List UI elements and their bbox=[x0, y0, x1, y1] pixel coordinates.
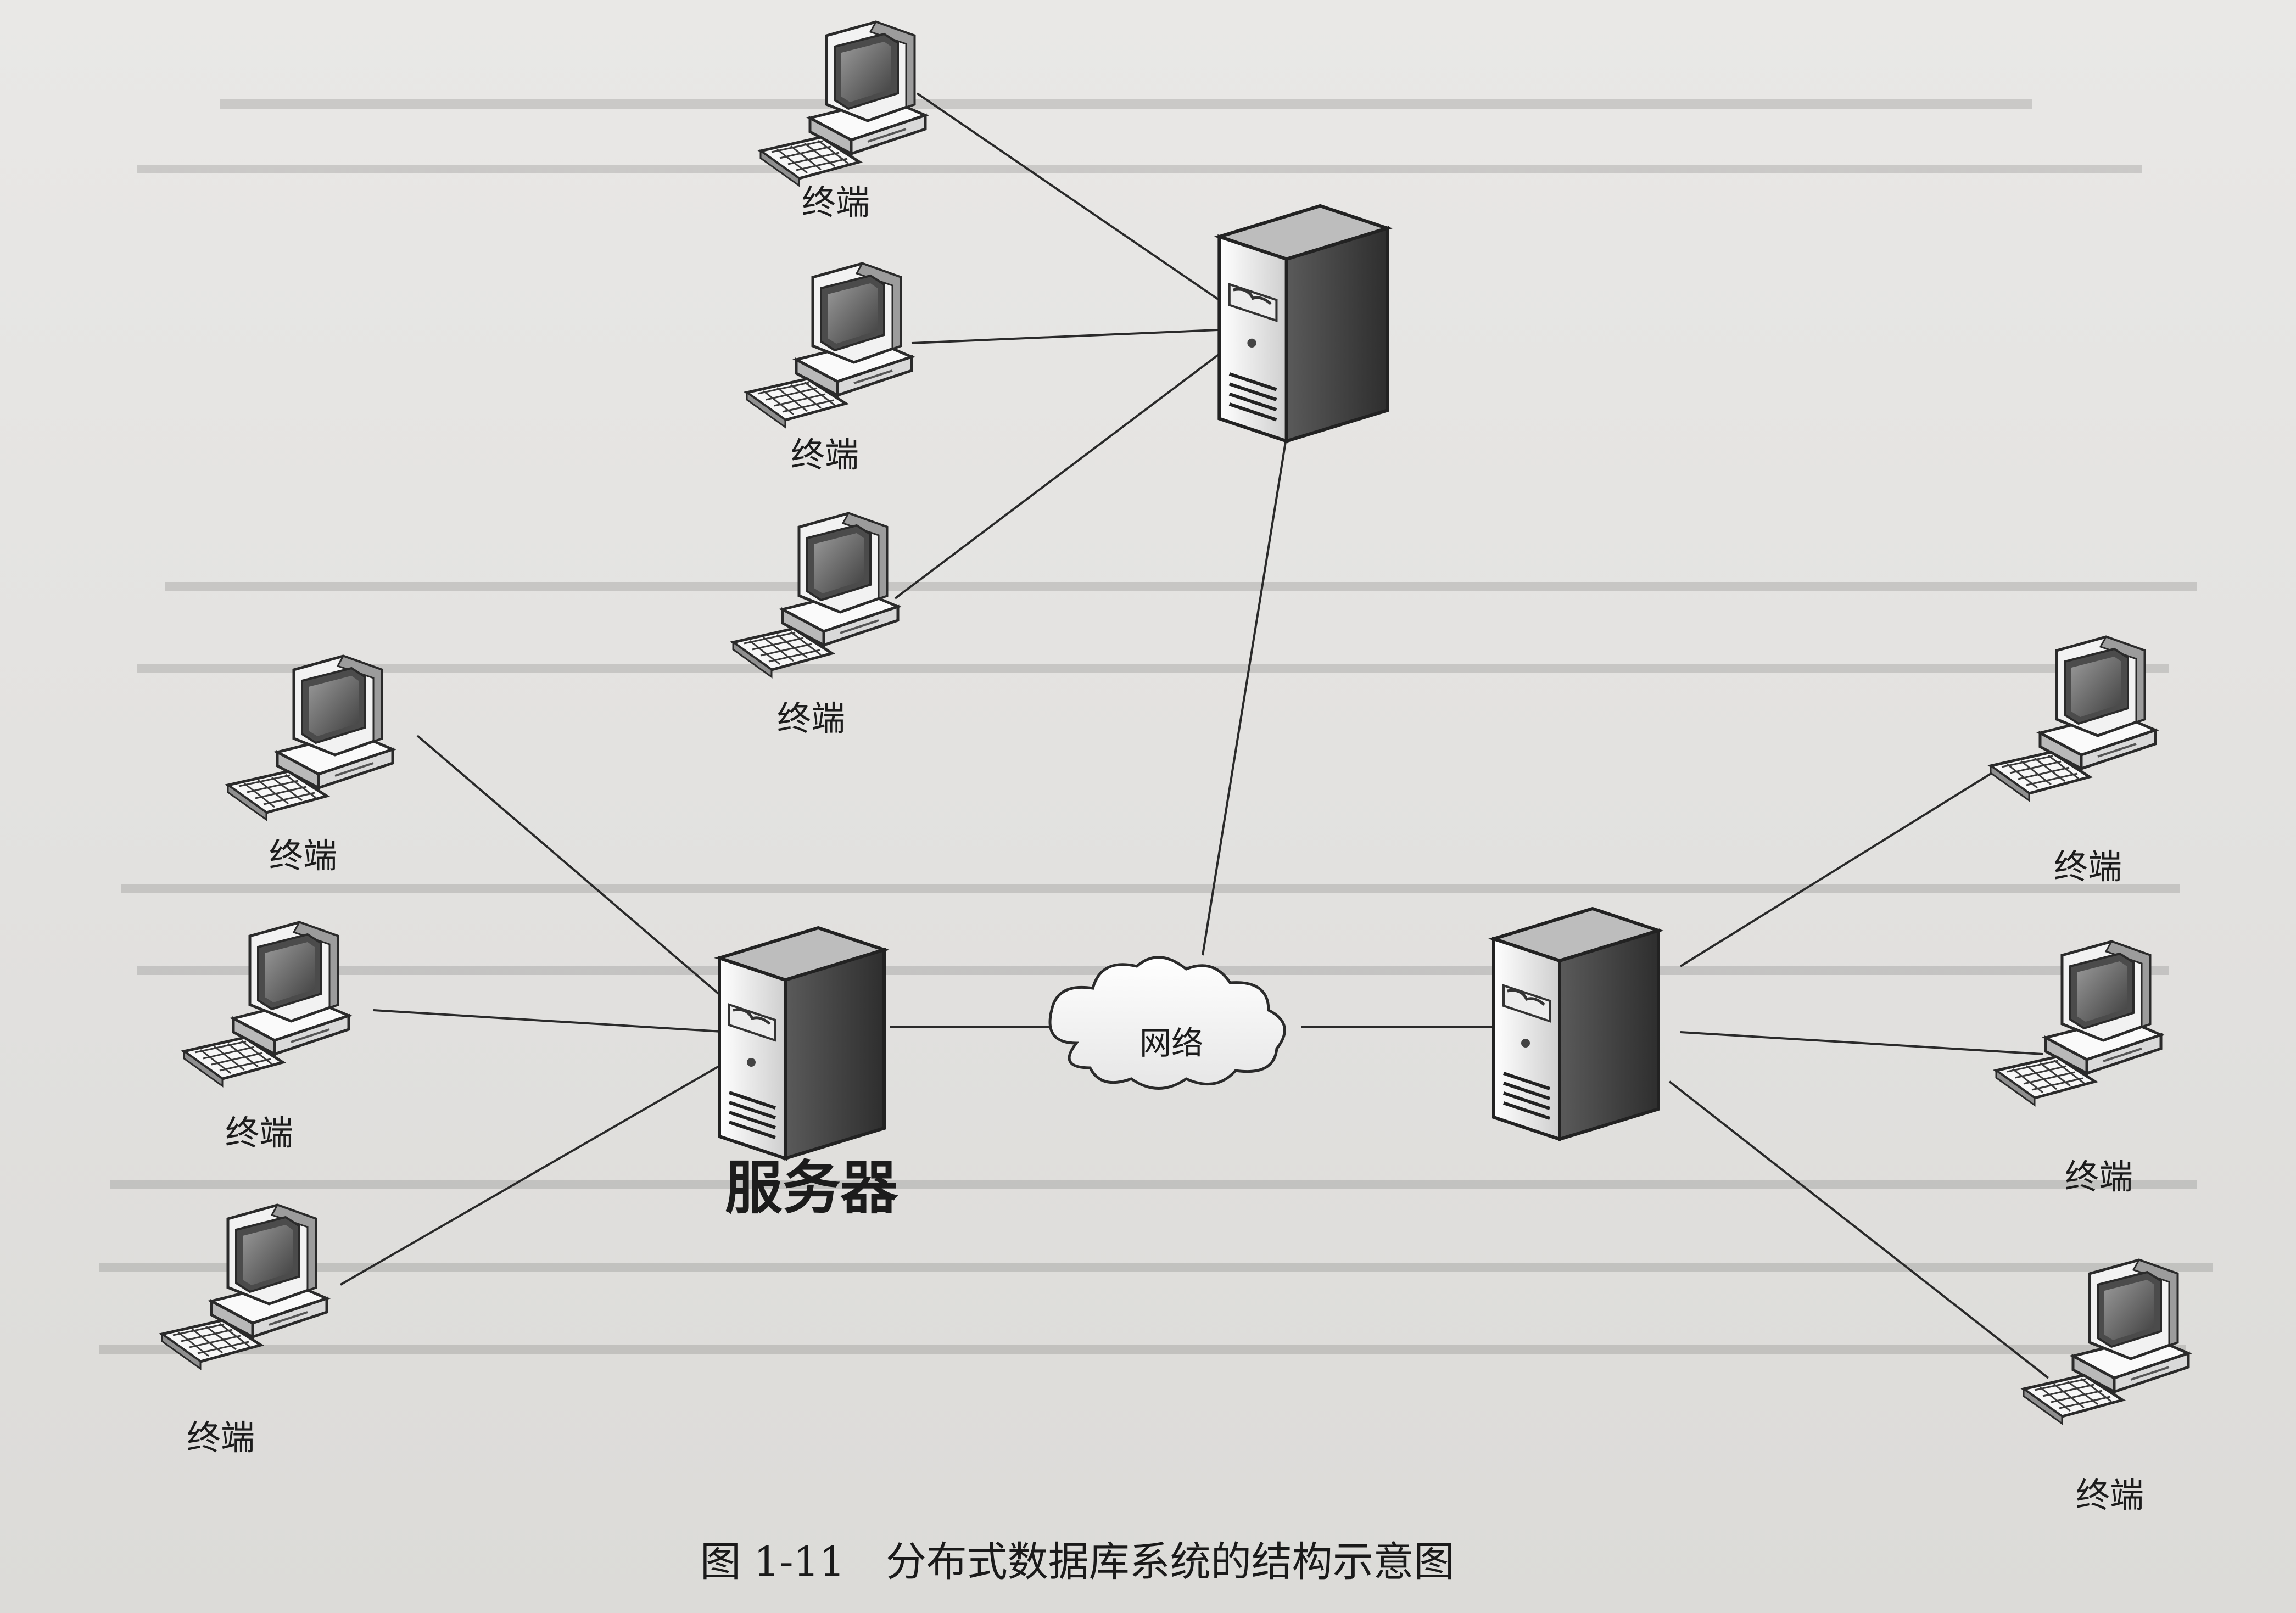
link-right-terminal-2 bbox=[1680, 1031, 2043, 1055]
terminal-top-2 bbox=[747, 264, 912, 427]
terminal-left-2 bbox=[184, 922, 349, 1086]
server-right bbox=[1494, 909, 1658, 1139]
terminal-label: 终端 bbox=[269, 836, 337, 876]
terminal-left-3 bbox=[162, 1205, 327, 1369]
terminal-right-3 bbox=[2024, 1260, 2188, 1424]
desktop-computer-icon bbox=[184, 922, 349, 1086]
desktop-computer-icon bbox=[2024, 1260, 2188, 1424]
terminal-top-3 bbox=[733, 513, 898, 677]
desktop-computer-icon bbox=[747, 264, 912, 427]
terminal-label: 终端 bbox=[777, 698, 845, 738]
terminal-label: 终端 bbox=[2065, 1157, 2133, 1197]
server-top bbox=[1219, 206, 1387, 441]
link-left-terminal-2 bbox=[373, 1009, 731, 1033]
link-left-terminal-1 bbox=[416, 735, 726, 1000]
link-top-server-network bbox=[1202, 428, 1289, 956]
terminal-label: 终端 bbox=[791, 435, 859, 475]
page-bleed-through bbox=[99, 99, 2213, 1354]
desktop-computer-icon bbox=[733, 513, 898, 677]
terminal-label: 终端 bbox=[2076, 1475, 2144, 1515]
desktop-computer-icon bbox=[228, 656, 393, 820]
tower-server-icon bbox=[1494, 909, 1658, 1139]
terminal-left-1 bbox=[228, 656, 393, 820]
connection-lines bbox=[339, 92, 2049, 1379]
link-top-server-terminal-3 bbox=[894, 345, 1231, 600]
terminal-label: 终端 bbox=[187, 1418, 255, 1458]
link-right-terminal-3 bbox=[1668, 1080, 2049, 1379]
link-top-server-terminal-1 bbox=[916, 92, 1231, 309]
network-cloud: 网络 bbox=[1048, 956, 1286, 1090]
server-label: 服务器 bbox=[725, 1155, 898, 1222]
desktop-computer-icon bbox=[1991, 637, 2155, 800]
tower-server-icon bbox=[719, 928, 884, 1158]
cloud-icon bbox=[1048, 956, 1286, 1090]
terminal-label: 终端 bbox=[2054, 847, 2122, 887]
terminal-label: 终端 bbox=[802, 182, 870, 222]
link-right-terminal-1 bbox=[1679, 768, 2000, 967]
terminal-right-2 bbox=[1996, 942, 2161, 1105]
terminal-right-1 bbox=[1991, 637, 2155, 800]
figure-caption: 图 1-11 分布式数据库系统的结构示意图 bbox=[700, 1538, 1455, 1586]
tower-server-icon bbox=[1219, 206, 1387, 441]
terminal-label: 终端 bbox=[225, 1113, 293, 1153]
desktop-computer-icon bbox=[1996, 942, 2161, 1105]
network-label: 网络 bbox=[1139, 1024, 1203, 1062]
link-top-server-terminal-2 bbox=[911, 328, 1231, 344]
server-left bbox=[719, 928, 884, 1158]
desktop-computer-icon bbox=[162, 1205, 327, 1369]
link-left-terminal-3 bbox=[339, 1058, 731, 1286]
